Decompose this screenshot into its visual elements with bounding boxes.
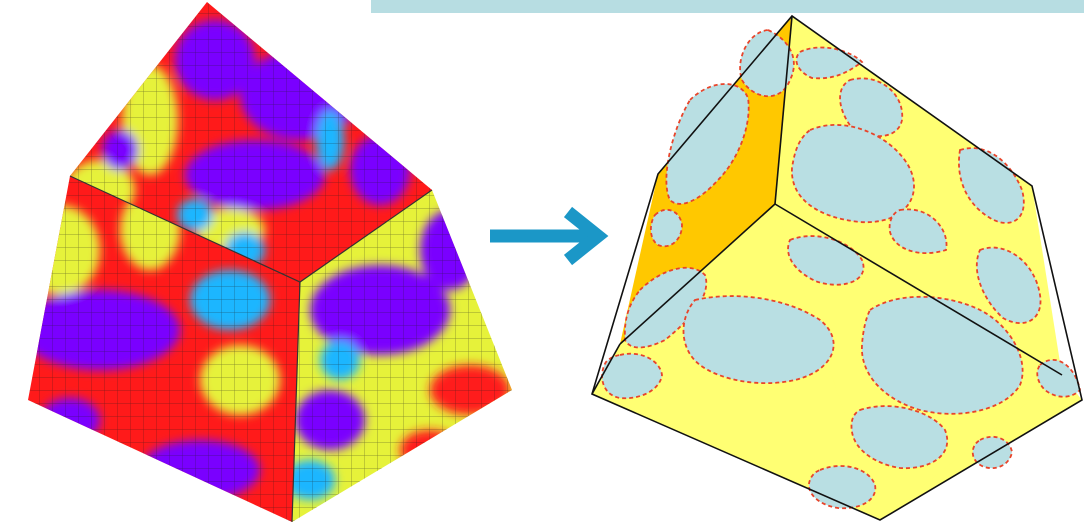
arrow-icon [490,206,609,266]
segmented-cube-edges [591,14,1083,521]
field-cube [28,2,512,523]
segmented-cube-regions [601,29,1081,510]
segmented-cube [591,14,1083,521]
field-cube-edges [69,175,433,523]
title-band: y ff [371,0,1084,13]
